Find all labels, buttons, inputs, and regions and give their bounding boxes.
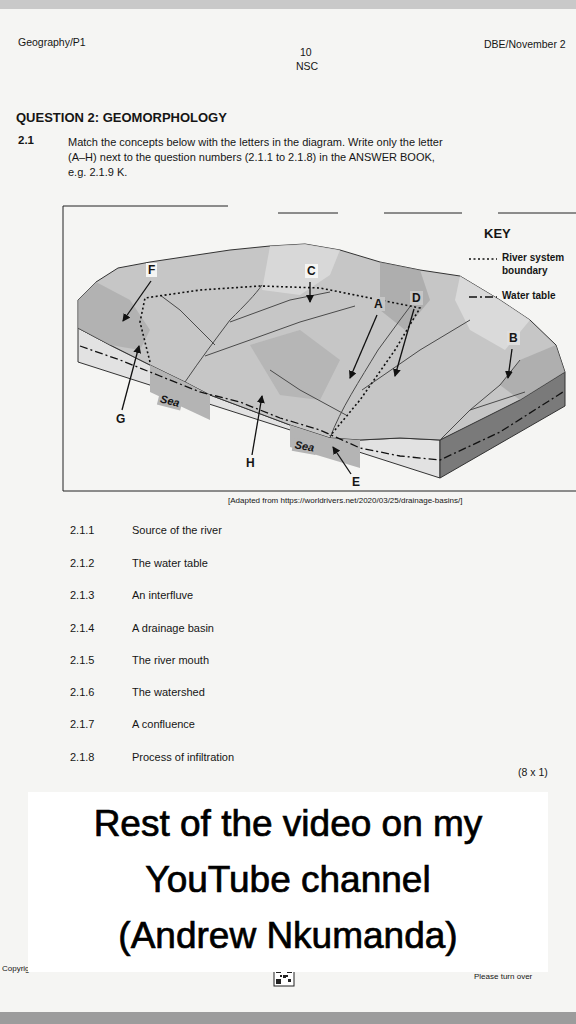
question-number: 2.1.2 <box>70 557 94 570</box>
mark-allocation: (8 x 1) <box>518 766 548 779</box>
basin-boundary <box>140 286 420 436</box>
instruction-line: Match the concepts below with the letter… <box>68 136 443 149</box>
legend-heading: KEY <box>484 226 511 242</box>
question-number: 2.1.5 <box>70 654 94 667</box>
caption-text: Rest of the video on my YouTube channel … <box>83 796 493 964</box>
legend-sample <box>468 252 498 264</box>
leader-arrows <box>122 281 512 474</box>
page-header: NSC <box>296 60 318 73</box>
callout-letter: E <box>350 475 362 489</box>
question-text: The water table <box>132 557 208 570</box>
legend-text: River system boundary <box>502 252 574 277</box>
callout-letter: G <box>114 412 127 426</box>
footer-text: Please turn over <box>474 972 532 982</box>
sea <box>290 425 360 468</box>
photo-edge <box>0 1012 576 1024</box>
question-number: 2.1.1 <box>70 524 94 537</box>
page-header: Geography/P1 <box>18 36 86 49</box>
legend-item: Water table <box>468 290 574 303</box>
question-text: Process of infiltration <box>132 751 234 764</box>
question-text: The watershed <box>132 686 205 699</box>
question-text: A confluence <box>132 718 195 731</box>
question-text: The river mouth <box>132 654 209 667</box>
callout-letter: C <box>305 264 318 278</box>
question-number: 2.1.4 <box>70 622 94 635</box>
question-text: A drainage basin <box>132 622 214 635</box>
question-text: Source of the river <box>132 524 222 537</box>
question-number: 2.1.7 <box>70 718 94 731</box>
question-number: 2.1.8 <box>70 751 94 764</box>
callout-letter: D <box>410 291 423 305</box>
sea-label: Sea <box>292 438 318 455</box>
question-heading: QUESTION 2: GEOMORPHOLOGY <box>16 110 227 125</box>
page-number: 10 <box>300 46 312 59</box>
instruction-line: (A–H) next to the question numbers (2.1.… <box>68 151 435 164</box>
callout-letter: F <box>146 263 157 277</box>
legend-sample <box>468 290 498 302</box>
instruction-line: e.g. 2.1.9 K. <box>68 166 127 179</box>
callout-letter: H <box>244 456 257 470</box>
question-number: 2.1.6 <box>70 686 94 699</box>
question-number: 2.1 <box>18 134 34 148</box>
diagram-frame <box>63 206 576 491</box>
page-header: DBE/November 2 <box>484 38 566 51</box>
question-text: An interfluve <box>132 589 193 602</box>
photo-edge <box>0 0 576 9</box>
callout-letter: B <box>507 331 520 345</box>
legend-item: River system boundary <box>468 252 574 277</box>
source-caption: [Adapted from https://worldrivers.net/20… <box>228 496 462 506</box>
water-table-line <box>80 346 563 460</box>
callout-letter: A <box>372 297 385 311</box>
landscape-block <box>78 244 565 478</box>
caption-banner: Rest of the video on my YouTube channel … <box>28 792 548 972</box>
legend-text: Water table <box>502 290 574 303</box>
river-lines <box>160 285 525 440</box>
question-number: 2.1.3 <box>70 589 94 602</box>
